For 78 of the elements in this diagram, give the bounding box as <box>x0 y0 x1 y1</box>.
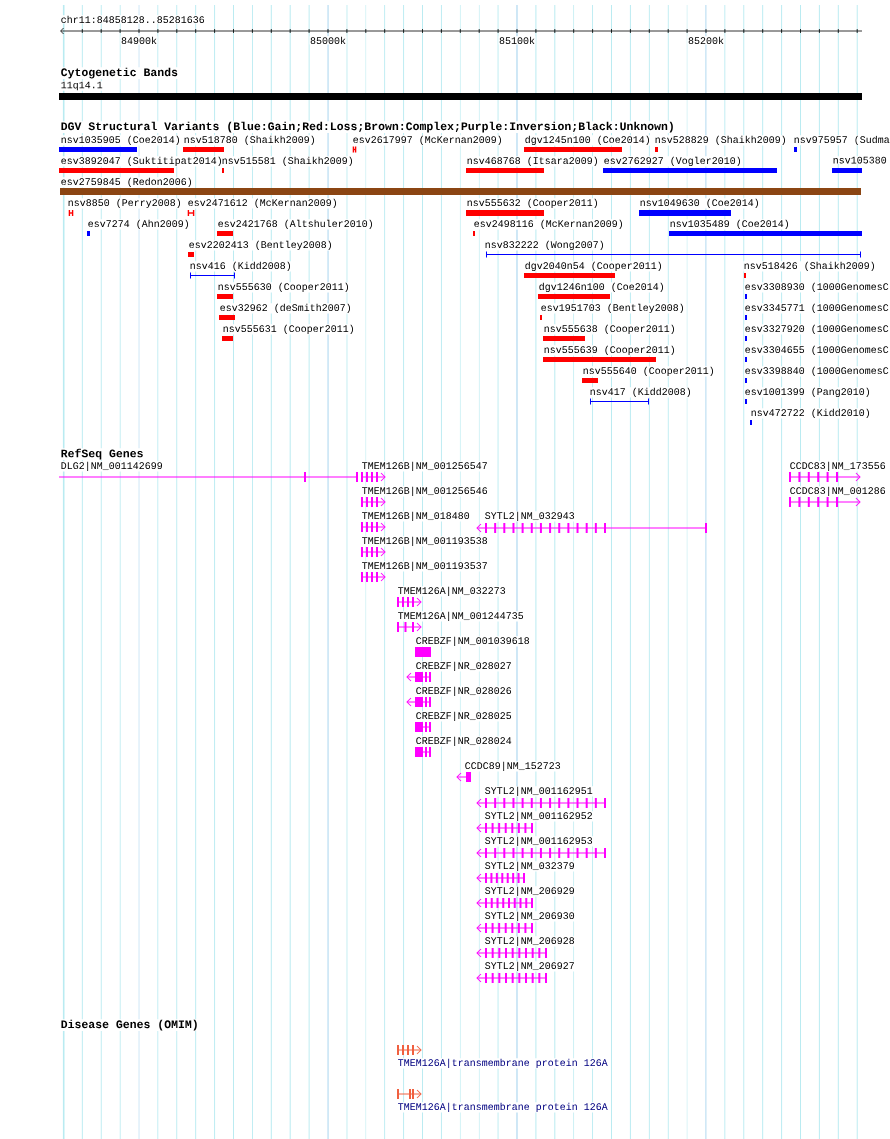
variant-label: nsv555632 (Cooper2011) <box>466 198 600 209</box>
variant-label: nsv468768 (Itsara2009) <box>466 156 600 167</box>
gene-label: TMEM126B|NM_001256547 <box>361 461 489 472</box>
variant-label: nsv528829 (Shaikh2009) <box>654 135 788 146</box>
variant-label: nsv417 (Kidd2008) <box>589 387 693 398</box>
variant-label: nsv518426 (Shaikh2009) <box>743 261 877 272</box>
variant-label: nsv1035489 (Coe2014) <box>669 219 791 230</box>
track-title: RefSeq Genes <box>60 448 144 461</box>
gene-label: CREBZF|NR_028024 <box>415 736 513 747</box>
disease-gene-label: TMEM126A|transmembrane protein 126A <box>397 1058 609 1069</box>
variant-label: esv3892047 (Suktitipat2014) <box>60 156 224 167</box>
tick-label: 85200k <box>687 36 725 45</box>
variant-label: nsv8850 (Perry2008) <box>67 198 183 209</box>
variant-label: esv32962 (deSmith2007) <box>219 303 353 314</box>
variant-label: nsv555630 (Cooper2011) <box>217 282 351 293</box>
variant-label: esv3308930 (1000GenomesC <box>744 282 890 293</box>
variant-label: esv2759845 (Redon2006) <box>60 177 194 188</box>
gene-label: SYTL2|NM_206930 <box>484 911 576 922</box>
gene-label: CREBZF|NR_028025 <box>415 711 513 722</box>
variant-label: nsv515581 (Shaikh2009) <box>221 156 355 167</box>
gene-label: SYTL2|NM_206928 <box>484 936 576 947</box>
variant-label: nsv555639 (Cooper2011) <box>543 345 677 356</box>
variant-label: esv3398840 (1000GenomesC <box>744 366 890 377</box>
track-title: Cytogenetic Bands <box>60 67 179 79</box>
gene-label: SYTL2|NM_032943 <box>484 511 576 522</box>
disease-gene-label: TMEM126A|transmembrane protein 126A <box>397 1102 609 1113</box>
gene-label: SYTL2|NM_001162951 <box>484 786 594 797</box>
variant-label: esv2617997 (McKernan2009) <box>352 135 504 146</box>
tick-label: 85100k <box>498 36 536 45</box>
variant-label: nsv975957 (Sudma <box>793 135 890 146</box>
track-title: DGV Structural Variants (Blue:Gain;Red:Loss;Brown:Complex;Purple:Inversion;Black:Unknown) <box>60 121 676 133</box>
variant-label: nsv105380 <box>832 156 888 164</box>
gene-label: DLG2|NM_001142699 <box>60 461 164 472</box>
gene-label: TMEM126A|NM_032273 <box>397 586 507 597</box>
variant-label: nsv1049630 (Coe2014) <box>639 198 761 209</box>
variant-label: esv2421768 (Altshuler2010) <box>217 219 375 230</box>
gene-label: CREBZF|NR_028026 <box>415 686 513 697</box>
gene-label: TMEM126A|NM_001244735 <box>397 611 525 622</box>
variant-label: esv1001399 (Pang2010) <box>744 387 872 398</box>
variant-label: nsv472722 (Kidd2010) <box>750 408 872 419</box>
variant-label: dgv2040n54 (Cooper2011) <box>524 261 664 272</box>
gene-label: CREBZF|NM_001039618 <box>415 636 531 647</box>
gene-label: SYTL2|NM_206929 <box>484 886 576 897</box>
gene-label: TMEM126B|NM_018480 <box>361 511 471 522</box>
gene-label: CREBZF|NR_028027 <box>415 661 513 672</box>
variant-label: nsv518780 (Shaikh2009) <box>183 135 317 146</box>
variant-label: esv2471612 (McKernan2009) <box>187 198 339 209</box>
coordinate-label: chr11:84858128..85281636 <box>60 15 206 24</box>
gene-label: SYTL2|NM_001162952 <box>484 811 594 822</box>
variant-label: dgv1246n100 (Coe2014) <box>538 282 666 293</box>
variant-label: esv2762927 (Vogler2010) <box>603 156 743 167</box>
variant-label: esv7274 (Ahn2009) <box>87 219 191 230</box>
variant-label: nsv832222 (Wong2007) <box>484 240 606 251</box>
variant-label: nsv555640 (Cooper2011) <box>582 366 716 377</box>
track-title: Disease Genes (OMIM) <box>60 1019 200 1031</box>
gene-label: TMEM126B|NM_001193538 <box>361 536 489 547</box>
variant-label: nsv555631 (Cooper2011) <box>222 324 356 335</box>
gene-label: CCDC83|NM_173556 <box>789 461 887 472</box>
gene-label: SYTL2|NM_001162953 <box>484 836 594 847</box>
tick-label: 85000k <box>309 36 347 45</box>
tick-label: 84900k <box>120 36 158 45</box>
band-label: 11q14.1 <box>60 81 104 91</box>
variant-label: esv3345771 (1000GenomesC <box>744 303 890 314</box>
gene-label: SYTL2|NM_032379 <box>484 861 576 872</box>
variant-label: nsv1035905 (Coe2014) <box>60 135 182 146</box>
variant-label: dgv1245n100 (Coe2014) <box>524 135 652 146</box>
gene-label: TMEM126B|NM_001193537 <box>361 561 489 572</box>
variant-label: nsv555638 (Cooper2011) <box>543 324 677 335</box>
gene-label: SYTL2|NM_206927 <box>484 961 576 972</box>
variant-label: esv3327920 (1000GenomesC <box>744 324 890 335</box>
variant-label: esv2498116 (McKernan2009) <box>473 219 625 230</box>
variant-label: esv3304655 (1000GenomesC <box>744 345 890 356</box>
variant-label: esv1951703 (Bentley2008) <box>540 303 686 314</box>
gene-label: CCDC89|NM_152723 <box>464 761 562 772</box>
variant-label: esv2202413 (Bentley2008) <box>188 240 334 251</box>
gene-label: TMEM126B|NM_001256546 <box>361 486 489 497</box>
variant-label: nsv416 (Kidd2008) <box>189 261 293 272</box>
gene-label: CCDC83|NM_001286 <box>789 486 887 497</box>
